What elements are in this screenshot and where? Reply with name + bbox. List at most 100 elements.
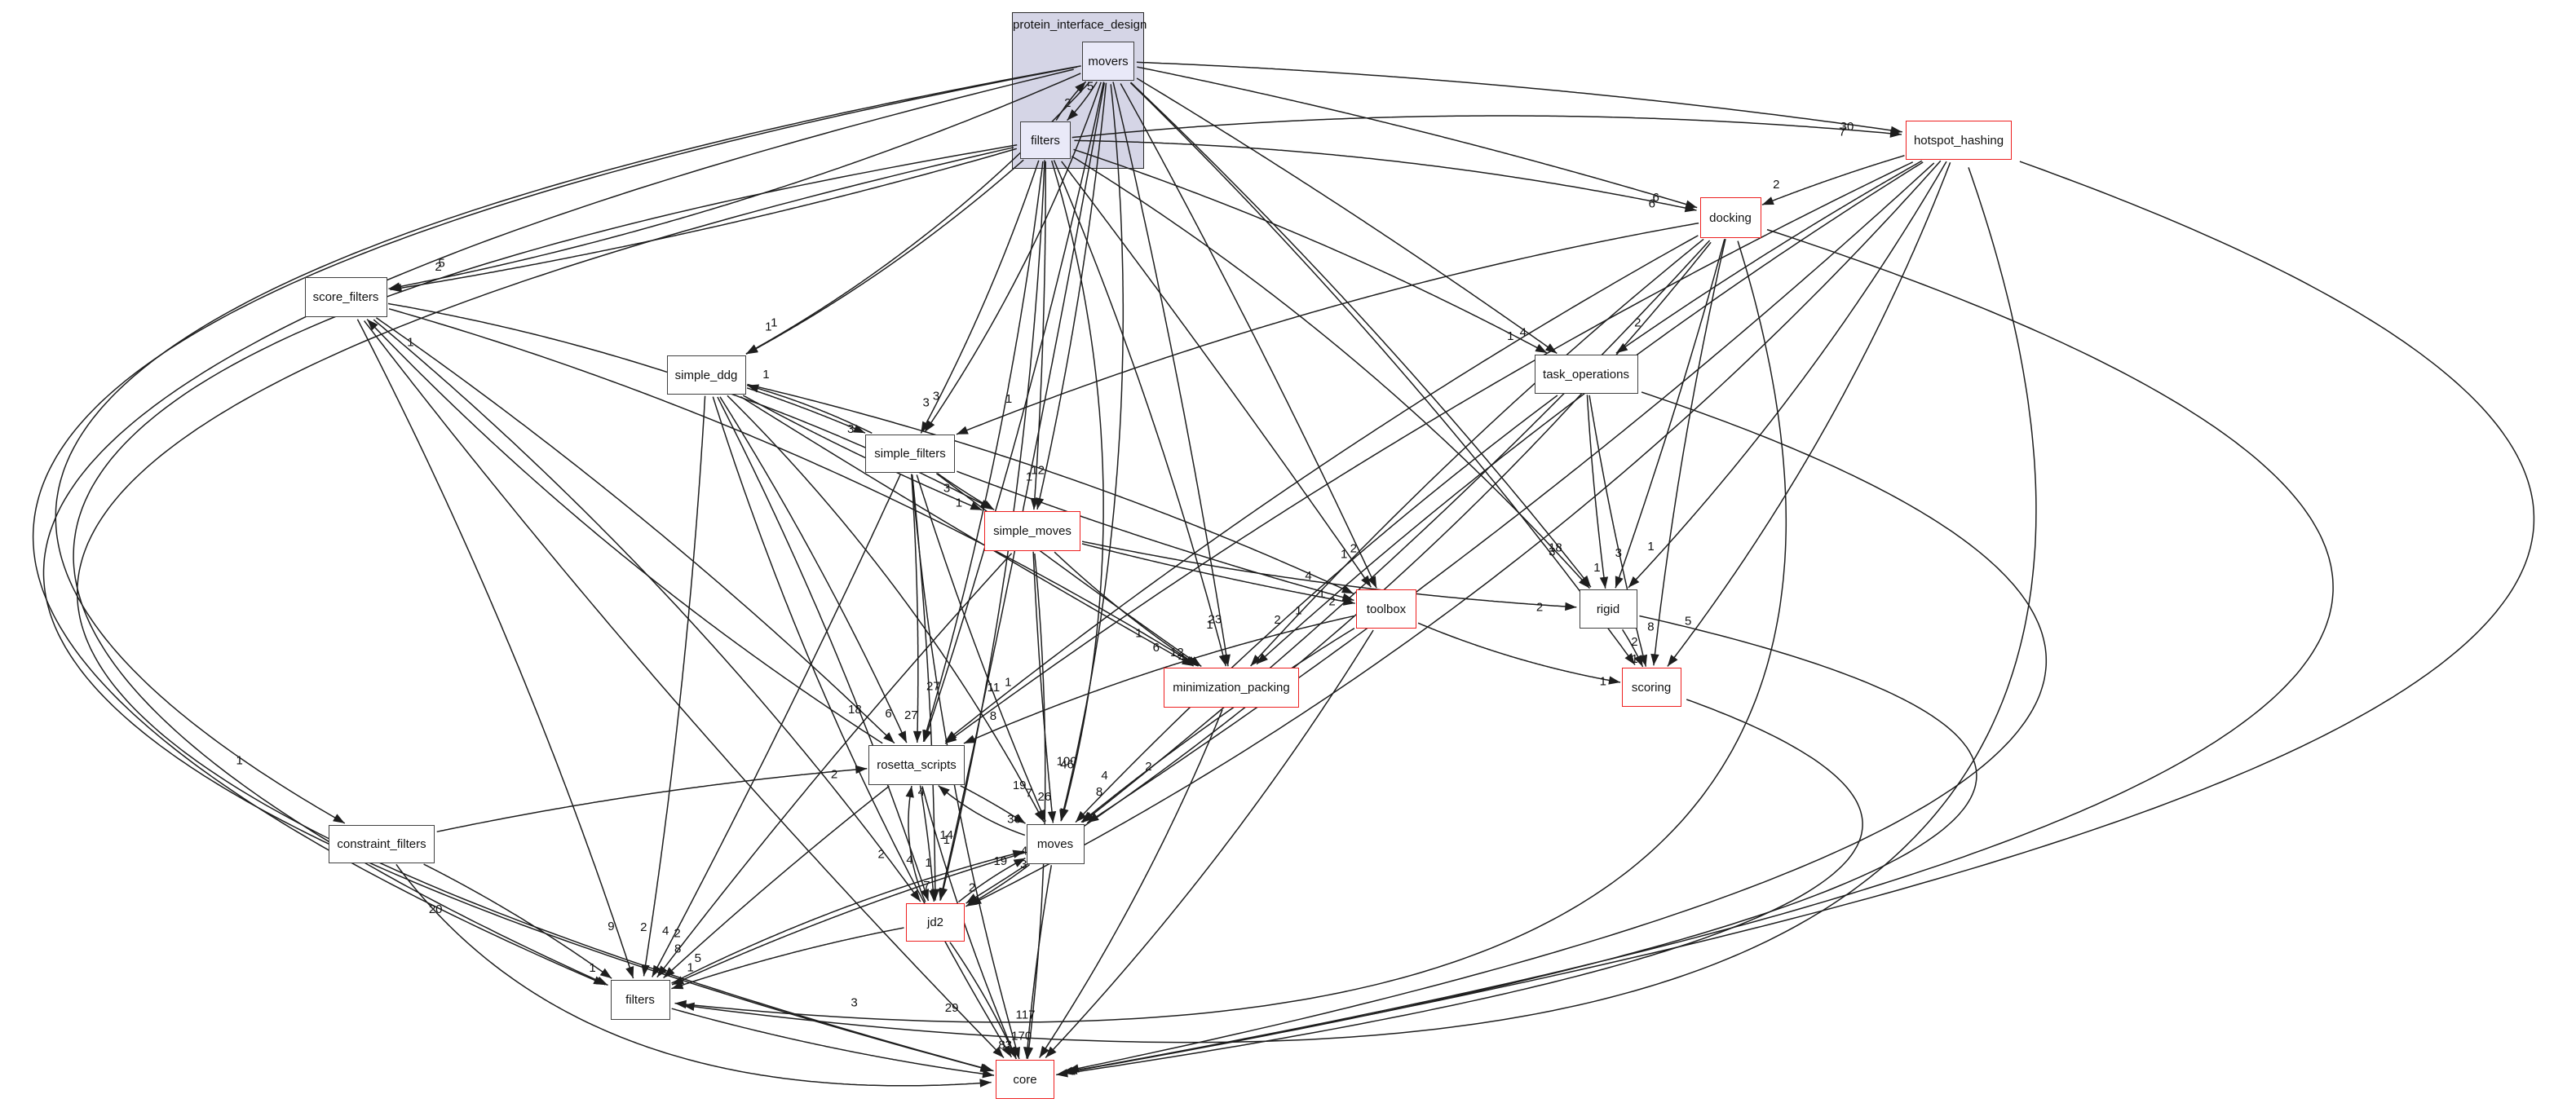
arrowhead-task_operations-to-scoring	[1638, 654, 1648, 667]
cluster-label: protein_interface_design	[1013, 18, 1147, 32]
edge-label-filters1-to-movers: 5	[1087, 80, 1094, 94]
edge-moves-to-core	[1026, 865, 1053, 1059]
edge-toolbox-to-rosetta_scripts	[963, 615, 1354, 744]
edge-hotspot_hashing-to-jd2	[969, 160, 1942, 906]
arrowhead-score_filters-to-core	[992, 1046, 1004, 1058]
edge-simple_ddg-to-moves	[727, 395, 1045, 823]
edge-rigid-to-core	[1063, 615, 1977, 1074]
node-rigid[interactable]: rigid	[1579, 589, 1637, 629]
edge-label-movers-to-constraint_filters: 1	[236, 754, 243, 768]
arrowhead-constraint_filters-to-filters2	[599, 968, 612, 979]
edge-label-hotspot_hashing-to-scoring: 5	[1685, 614, 1691, 628]
arrowhead-filters1-to-core	[981, 1063, 994, 1072]
node-simple_moves[interactable]: simple_moves	[984, 510, 1080, 551]
node-jd2[interactable]: jd2	[906, 902, 965, 942]
edge-label-movers-to-simple_ddg: 1	[771, 315, 777, 329]
edge-label-task_operations-to-rigid: 1	[1593, 561, 1600, 575]
node-constraint_filters[interactable]: constraint_filters	[329, 824, 435, 863]
edge-label-simple_moves-to-filters2: 2	[674, 926, 680, 940]
node-filters1[interactable]: filters	[1020, 121, 1071, 159]
edge-hotspot_hashing-to-task_operations	[1615, 160, 1923, 354]
edge-label-rosetta_scripts-to-filters2: 8	[674, 942, 681, 956]
arrowhead-movers-to-filters1	[1067, 108, 1079, 121]
edge-movers-to-toolbox	[1120, 83, 1377, 589]
edge-label-filters1-to-moves: 46	[1060, 758, 1074, 772]
edge-filters1-to-hotspot_hashing	[1071, 115, 1902, 139]
edge-label-simple_filters-to-toolbox: 1	[1319, 587, 1325, 601]
arrowhead-hotspot_hashing-to-filters2	[683, 1002, 695, 1011]
node-toolbox[interactable]: toolbox	[1356, 589, 1416, 629]
edge-label-jd2-to-moves: 3	[1020, 858, 1027, 871]
edge-label-task_operations-to-scoring: 2	[1631, 635, 1637, 649]
node-moves[interactable]: moves	[1026, 823, 1085, 864]
edge-label-simple_ddg-to-simple_filters: 3	[847, 422, 854, 436]
arrowhead-simple_filters-to-jd2	[930, 889, 939, 901]
arrowhead-toolbox-to-rosetta_scripts	[963, 735, 976, 743]
edge-label-filters2-to-moves: 19	[993, 854, 1007, 868]
edge-label-simple_filters-to-jd2: 1	[925, 856, 931, 870]
node-rosetta_scripts[interactable]: rosetta_scripts	[868, 744, 965, 785]
edge-movers-to-scoring	[1129, 82, 1636, 665]
edge-label-movers-to-filters2: 20	[429, 902, 443, 916]
arrowhead-filters1-to-simple_ddg	[745, 345, 758, 355]
edge-label-score_filters-to-rosetta_scripts: 18	[848, 703, 862, 717]
node-simple_ddg[interactable]: simple_ddg	[666, 355, 746, 395]
edge-movers-to-moves	[1060, 84, 1125, 822]
arrowhead-simple_moves-to-core	[1024, 1047, 1034, 1059]
edge-simple_ddg-to-minimization_packing	[740, 395, 1195, 667]
node-minimization_packing[interactable]: minimization_packing	[1164, 667, 1299, 708]
arrowhead-docking-to-filters2	[674, 999, 687, 1009]
arrowhead-hotspot_hashing-to-core	[1065, 1065, 1078, 1074]
arrowhead-simple_moves-to-rigid	[1565, 602, 1577, 611]
node-score_filters[interactable]: score_filters	[304, 276, 387, 317]
arrowhead-docking-to-scoring	[1650, 653, 1659, 666]
edge-label-docking-to-jd2: 4	[1021, 844, 1027, 858]
arrowhead-simple_filters-to-rosetta_scripts	[912, 730, 922, 743]
edge-label-rigid-to-scoring: 1	[1631, 652, 1637, 666]
node-filters2[interactable]: filters	[610, 979, 670, 1020]
edge-hotspot_hashing-to-docking	[1761, 155, 1905, 205]
edge-jd2-to-filters2	[671, 927, 904, 990]
edge-docking-to-core	[1061, 228, 2334, 1074]
arrowhead-hotspot_hashing-to-scoring	[1667, 655, 1678, 667]
edge-movers-to-constraint_filters	[55, 65, 1081, 824]
arrowhead-movers-to-simple_filters	[925, 420, 935, 432]
node-movers[interactable]: movers	[1082, 42, 1134, 81]
edge-movers-to-core	[42, 68, 1074, 1072]
edge-label-moves-to-core: 170	[1011, 1029, 1032, 1043]
edge-label-movers-to-simple_filters: 3	[933, 390, 939, 404]
edge-label-hotspot_hashing-to-minimization_packing: 1	[1295, 604, 1301, 618]
edge-jd2-to-moves	[958, 857, 1026, 902]
edge-label-docking-to-rigid: 3	[1615, 546, 1622, 560]
edge-toolbox-to-scoring	[1417, 622, 1621, 683]
node-task_operations[interactable]: task_operations	[1534, 355, 1638, 394]
arrowhead-filters1-to-minimization_packing	[1218, 654, 1227, 667]
edge-label-toolbox-to-scoring: 1	[1600, 675, 1606, 689]
edge-simple_ddg-to-rosetta_scripts	[719, 396, 908, 743]
node-docking[interactable]: docking	[1699, 197, 1761, 238]
edge-label-filters1-to-simple_ddg: 1	[765, 320, 771, 333]
edge-docking-to-simple_filters	[956, 222, 1699, 435]
arrowhead-docking-to-simple_filters	[956, 426, 969, 435]
node-simple_filters[interactable]: simple_filters	[865, 434, 955, 473]
edge-movers-to-jd2	[939, 82, 1106, 901]
node-core[interactable]: core	[996, 1060, 1054, 1099]
arrowhead-movers-to-scoring	[1624, 653, 1635, 665]
arrowhead-filters1-to-docking	[1684, 204, 1697, 213]
node-hotspot_hashing[interactable]: hotspot_hashing	[1906, 121, 2012, 160]
edge-score_filters-to-rosetta_scripts	[375, 317, 895, 744]
edge-label-movers-to-minimization_packing: 23	[1208, 612, 1222, 626]
edge-score_filters-to-simple_moves	[387, 302, 992, 510]
edge-label-filters1-to-minimization_packing: 1	[1206, 618, 1213, 632]
edge-rosetta_scripts-to-score_filters	[366, 319, 883, 744]
edge-label-movers-to-task_operations: 4	[1520, 326, 1527, 340]
edge-simple_filters-to-filters2	[652, 474, 902, 977]
edge-task_operations-to-rigid	[1586, 395, 1606, 589]
edge-score_filters-to-minimization_packing	[388, 308, 1198, 667]
edge-docking-to-filters2	[674, 240, 1787, 1023]
edge-hotspot_hashing-to-filters2	[683, 167, 2037, 1043]
arrowhead-jd2-to-rosetta_scripts	[905, 785, 914, 798]
edge-label-toolbox-to-moves: 8	[1096, 785, 1102, 799]
node-scoring[interactable]: scoring	[1621, 668, 1681, 707]
